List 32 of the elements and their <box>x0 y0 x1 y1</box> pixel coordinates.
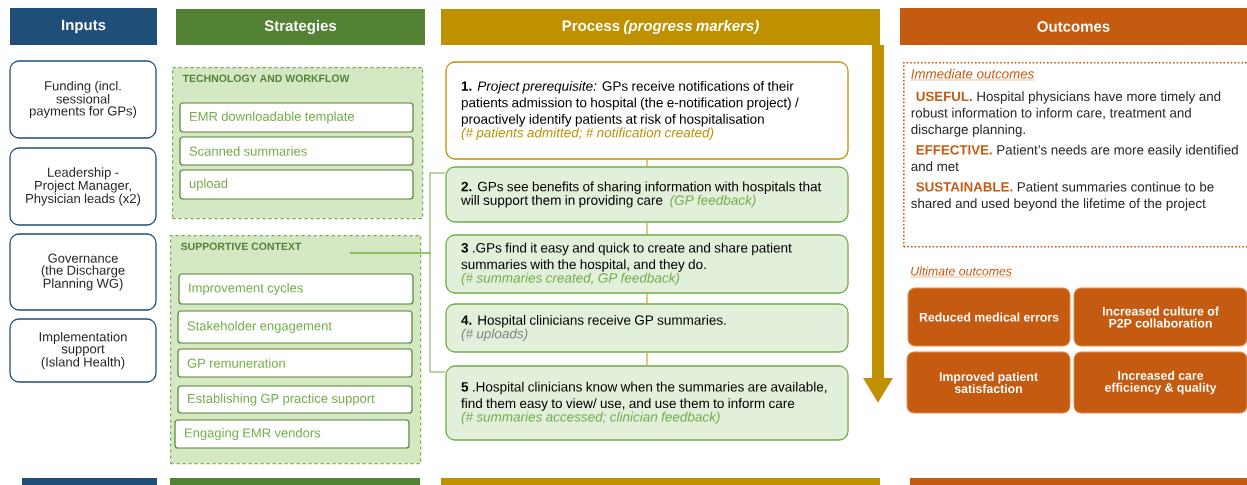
outcome-box: Reduced medical errors <box>907 287 1071 347</box>
outcome-box: Increased care efficiency & quality <box>1073 351 1247 414</box>
outcome-box: Improved patient satisfaction <box>906 351 1071 414</box>
dotted-panel: Immediate outcomes USEFUL. Hospital physicians have more timely and robust information to inform care, treatment and discharge planning. EFFECTIVE. Patient’s needs are more easily identified and met SUSTAINABLE. Patient summaries continue to be shared and used beyond the lifetime of the project <box>903 62 1247 248</box>
bracket-connector <box>349 252 446 373</box>
input-box: Leadership - Project Manager, Physician leads (x2) <box>9 147 157 226</box>
strategy-box: GP remuneration <box>177 348 413 378</box>
input-box: Implementation support (Island Health) <box>9 318 157 383</box>
strategy-box: Scanned summaries <box>179 136 414 166</box>
connector <box>646 293 648 304</box>
header-band: Inputs <box>10 8 157 45</box>
connector <box>646 159 648 167</box>
input-box: Governance (the Discharge Planning WG) <box>9 233 157 311</box>
header-band: Process (progress markers) <box>441 9 880 45</box>
section-label: Ultimate outcomes <box>910 266 1013 278</box>
strategy-box: upload <box>179 169 414 200</box>
header-band: Strategies <box>176 9 425 45</box>
process-box: 3 .GPs find it easy and quick to create and share patient summaries with the hospital, and they do. (# summaries created, GP feedback) <box>445 234 849 294</box>
process-box: 1. Project prerequisite: GPs receive notifications of their patients admission to hospital (the e-notification project) / proactively identify patients at risk of hospitalisation (# patients admitted; # notification created) <box>445 61 849 160</box>
connector <box>646 352 648 366</box>
outcome-box: Increased culture of P2P collaboration <box>1073 287 1247 347</box>
process-box: 5 .Hospital clinicians know when the summaries are available, find them easy to view/ use, and use them to inform care (# summaries accessed; clinician feedback) <box>445 365 849 441</box>
connector <box>646 222 648 235</box>
input-box: Funding (incl. sessional payments for GPs) <box>9 60 157 139</box>
header-band: Outcomes <box>900 8 1247 45</box>
strategy-box: Establishing GP practice support <box>177 385 413 414</box>
process-box: 2. GPs see benefits of sharing information with hospitals that will support them in providing care (GP feedback) <box>445 166 849 223</box>
strategy-box: Stakeholder engagement <box>177 310 413 344</box>
process-box: 4. Hospital clinicians receive GP summaries. (# uploads) <box>445 303 849 353</box>
strategy-box: EMR downloadable template <box>179 102 414 133</box>
strategy-box: Engaging EMR vendors <box>174 419 410 449</box>
strategy-box: Improvement cycles <box>178 273 414 305</box>
